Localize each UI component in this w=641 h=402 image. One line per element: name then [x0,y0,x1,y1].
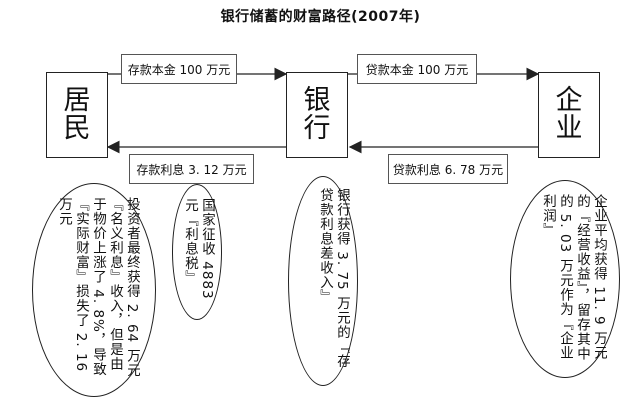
enterprise-profit-ellipse [510,180,620,378]
enterprise-profit-note: 企业平均获得 11. 9 万元的『经营收益』，留存其中的 5. 03 万元作为『… [540,194,607,362]
bank-income-note: 银行获得 3. 75 万元的『存贷款利息差收入』 [317,188,350,369]
resident-label-2: 民 [63,113,91,144]
enterprise-box: 企 业 [538,72,600,158]
diagram-title: 银行储蓄的财富路径(2007年) [220,9,421,25]
bank-box: 银 行 [286,72,348,158]
bank-label-1: 银 [303,84,331,116]
investor-note: 投资者最终获得 2. 64 万元『名义利息』收入，但是由于物价上涨了 4. 8%… [56,197,140,378]
investor-ellipse [32,183,156,397]
enterprise-label-1: 企 [555,84,583,116]
flow-loan-interest: 贷款利息 6. 78 万元 [388,154,508,184]
flow-deposit-interest: 存款利息 3. 12 万元 [129,154,254,184]
tax-ellipse [172,184,222,320]
flow-deposit-principal: 存款本金 100 万元 [121,54,237,84]
bank-label-2: 行 [303,113,331,144]
enterprise-label-2: 业 [555,113,583,144]
resident-label-1: 居 [63,84,91,116]
bank-income-ellipse [288,176,358,386]
tax-note: 国家征收 4883 元『利息税』 [182,198,215,305]
resident-box: 居 民 [46,72,108,158]
flow-loan-principal: 贷款本金 100 万元 [357,54,477,84]
